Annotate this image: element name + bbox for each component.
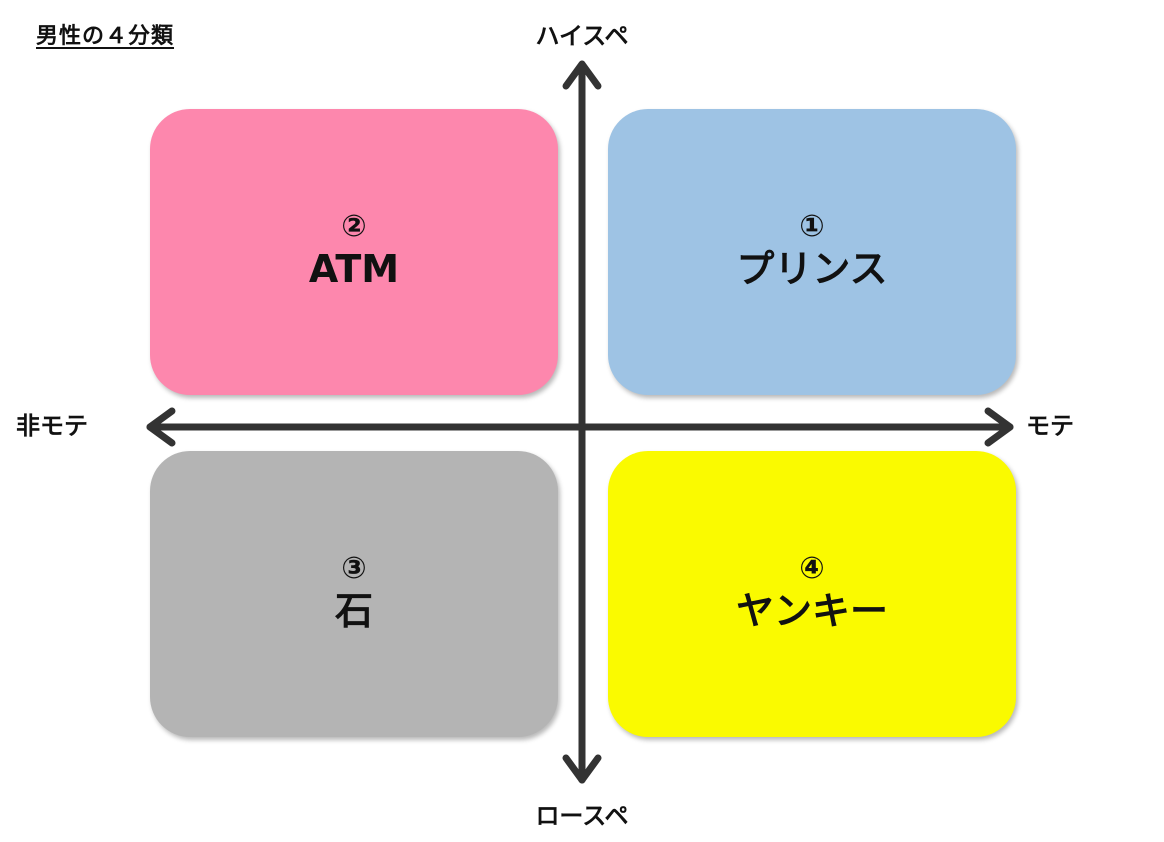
page-title: 男性の４分類	[36, 24, 175, 49]
quadrant-number: ②	[341, 209, 367, 245]
quadrant-name: ATM	[308, 247, 400, 292]
arrow-up-icon	[562, 60, 602, 90]
quadrant-number: ①	[799, 209, 825, 245]
axis-label-low-spec: ロースペ	[535, 802, 629, 830]
quadrant-name: プリンス	[736, 247, 888, 292]
arrow-left-icon	[146, 407, 176, 447]
axis-label-unpopular: 非モテ	[16, 412, 88, 440]
quadrant-name: 石	[334, 589, 373, 634]
arrow-right-icon	[984, 407, 1014, 447]
axis-label-high-spec: ハイスペ	[535, 22, 629, 50]
arrow-down-icon	[562, 754, 602, 784]
quadrant-name: ヤンキー	[735, 589, 888, 634]
quadrant-atm: ② ATM	[150, 109, 558, 395]
axis-label-popular: モテ	[1026, 412, 1074, 440]
quadrant-number: ④	[799, 551, 825, 587]
quadrant-yankee: ④ ヤンキー	[608, 451, 1016, 737]
quadrant-number: ③	[341, 551, 367, 587]
quadrant-stone: ③ 石	[150, 451, 558, 737]
quadrant-prince: ① プリンス	[608, 109, 1016, 395]
